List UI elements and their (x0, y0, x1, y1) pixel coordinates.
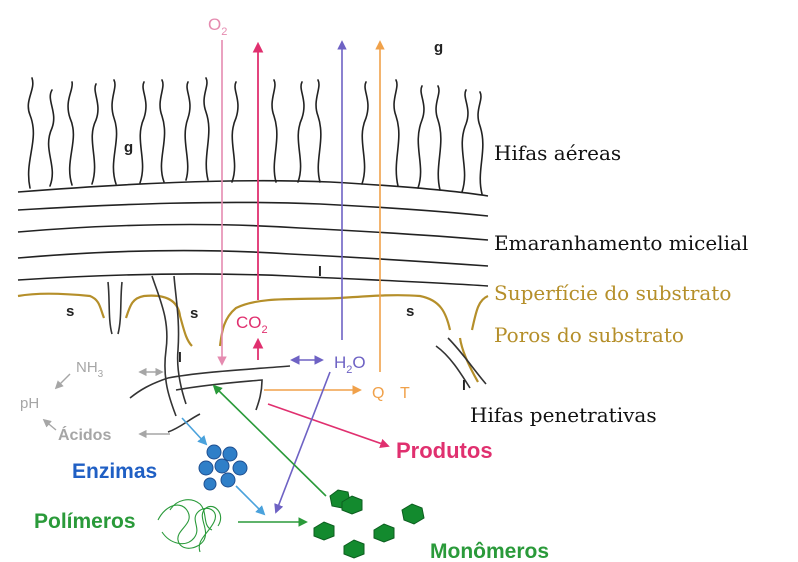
emaranhamento-label: Emaranhamento micelial (494, 231, 748, 255)
environment-arrows (44, 372, 170, 434)
enzimas-label: Enzimas (72, 460, 157, 483)
polimeros-label: Polímeros (34, 510, 136, 533)
g-label-left: g (124, 139, 133, 156)
co2-top-label: CO2 (0, 0, 3, 1)
products-arrow (268, 404, 388, 446)
acidos-label: Ácidos (58, 425, 111, 444)
exchange-arrows (222, 40, 380, 390)
nh3-label: NH3 (76, 359, 104, 380)
enzyme-release-arrow (182, 418, 206, 444)
poros-label: Poros do substrato (494, 323, 684, 347)
hifas-penetrativas-label: Hifas penetrativas (470, 403, 657, 427)
h2o-label: H2O (334, 353, 366, 376)
l-label-center: l (318, 263, 322, 279)
s-label-2: s (190, 305, 198, 322)
s-label-3: s (406, 303, 414, 320)
produtos-label: Produtos (396, 438, 493, 463)
ph-label: pH (20, 395, 39, 412)
nh3-ph-arrow (56, 374, 70, 388)
q-label: Q (372, 385, 384, 402)
o2-label: O2 (208, 15, 227, 38)
t-label: T (400, 385, 410, 402)
monomeros-label: Monômeros (430, 540, 549, 562)
l-label-left: l (178, 349, 182, 365)
superficie-label: Superfície do substrato (494, 281, 731, 305)
s-label-1: s (66, 303, 74, 320)
mycelial-mat (18, 181, 488, 286)
polymer-strands (158, 500, 221, 552)
aerial-hyphae (28, 78, 483, 194)
monomer-hexagons (314, 490, 424, 558)
enzyme-action-arrow (236, 486, 264, 514)
co2-pore-label: CO2 (236, 313, 268, 336)
hifas-aereas-label: Hifas aéreas (494, 141, 621, 165)
l-label-right: l (462, 377, 466, 393)
labels: g g O2 Hifas aéreas Emaranhamento miceli… (20, 15, 748, 562)
acidos-ph-arrow (44, 420, 56, 430)
enzyme-cluster (199, 445, 247, 490)
g-label-top: g (434, 39, 443, 56)
